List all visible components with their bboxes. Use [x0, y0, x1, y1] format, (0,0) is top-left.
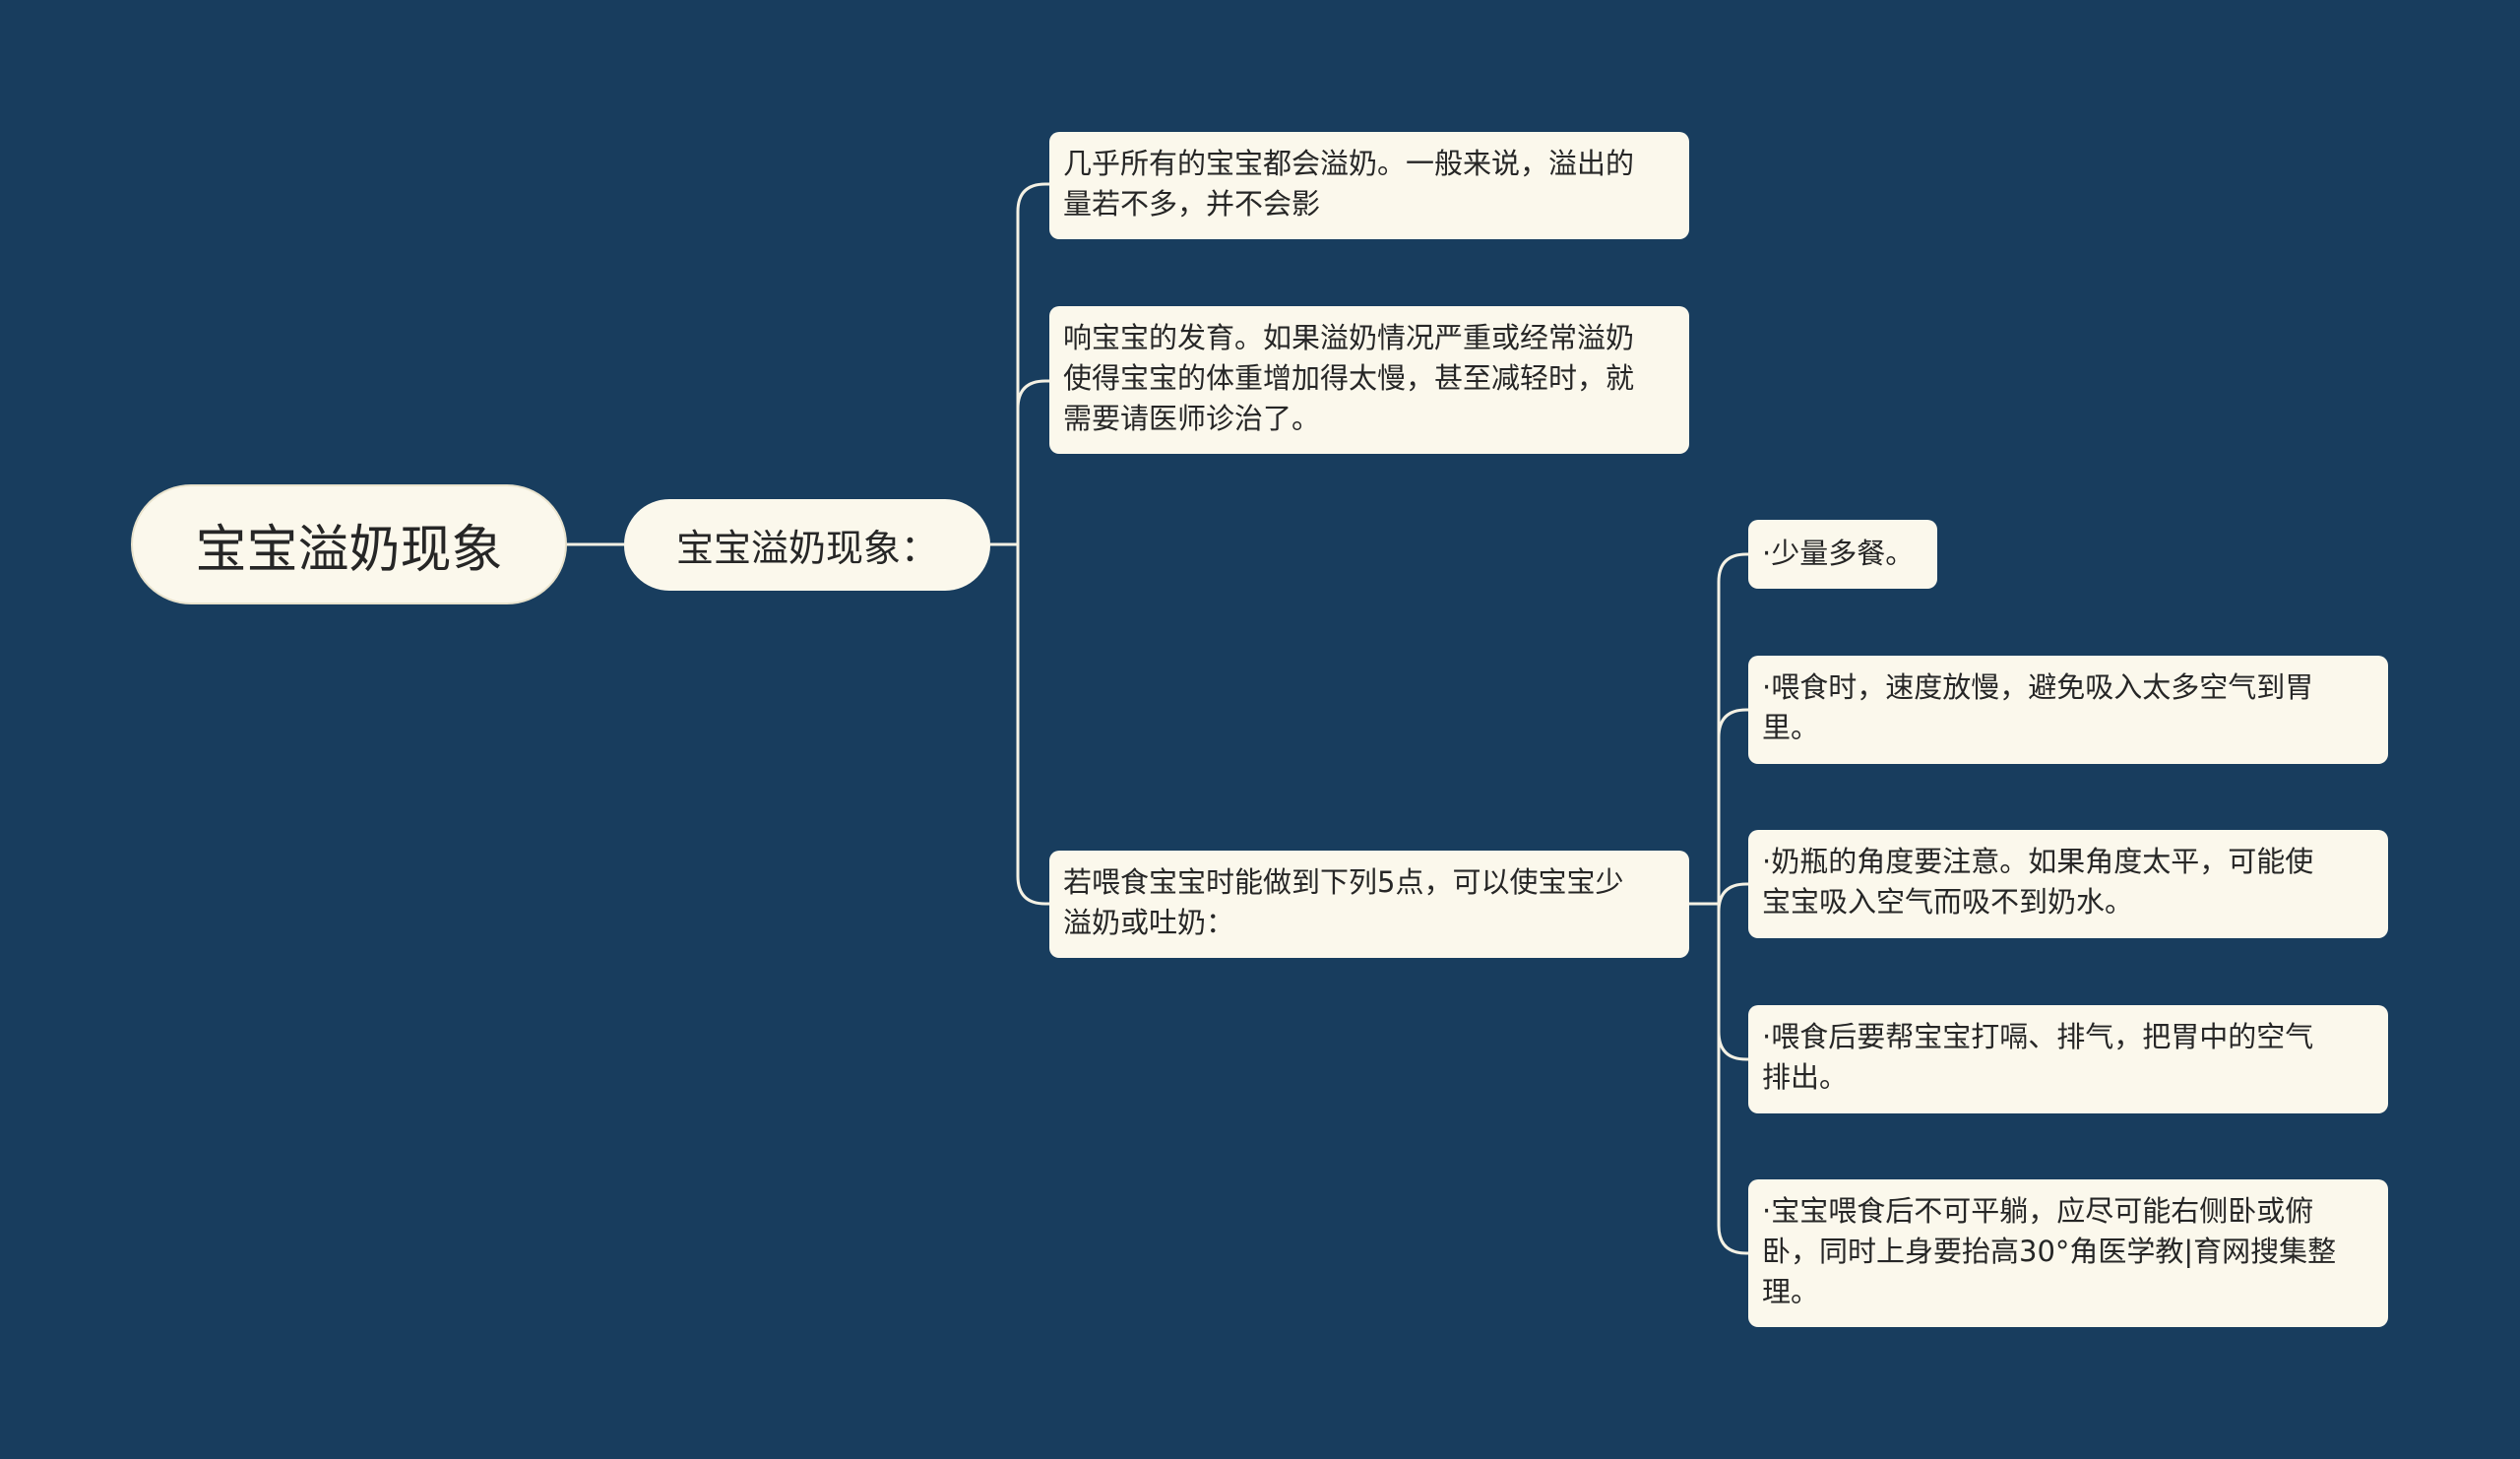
branch-topic[interactable]: 宝宝溢奶现象： [624, 499, 990, 591]
connector-l1-l2-1 [1717, 708, 1748, 904]
tip-4[interactable]: ·喂食后要帮宝宝打嗝、排气，把胃中的空气 排出。 [1748, 1005, 2388, 1113]
connector-branch-l1-0 [1016, 182, 1049, 544]
connector-branch-l1-2 [1016, 544, 1049, 906]
tip-3[interactable]: ·奶瓶的角度要注意。如果角度太平，可能使 宝宝吸入空气而吸不到奶水。 [1748, 830, 2388, 938]
subtopic-2[interactable]: 响宝宝的发育。如果溢奶情况严重或经常溢奶 使得宝宝的体重增加得太慢，甚至减轻时，… [1049, 306, 1689, 454]
tip-1[interactable]: ·少量多餐。 [1748, 520, 1937, 589]
connector-l1-l2-4 [1717, 904, 1748, 1255]
connector-l1-l2-0 [1717, 552, 1748, 904]
tip-2[interactable]: ·喂食时，速度放慢，避免吸入太多空气到胃 里。 [1748, 656, 2388, 764]
tip-5[interactable]: ·宝宝喂食后不可平躺，应尽可能右侧卧或俯 卧，同时上身要抬高30°角医学教|育网… [1748, 1179, 2388, 1327]
connector-l1-l2-3 [1717, 904, 1748, 1061]
connector-branch-l1-1 [1016, 379, 1049, 544]
subtopic-3[interactable]: 若喂食宝宝时能做到下列5点，可以使宝宝少 溢奶或吐奶： [1049, 851, 1689, 958]
subtopic-1[interactable]: 几乎所有的宝宝都会溢奶。一般来说，溢出的 量若不多，并不会影 [1049, 132, 1689, 239]
root-topic[interactable]: 宝宝溢奶现象 [131, 484, 567, 604]
connector-l1-l2-2 [1717, 882, 1748, 913]
